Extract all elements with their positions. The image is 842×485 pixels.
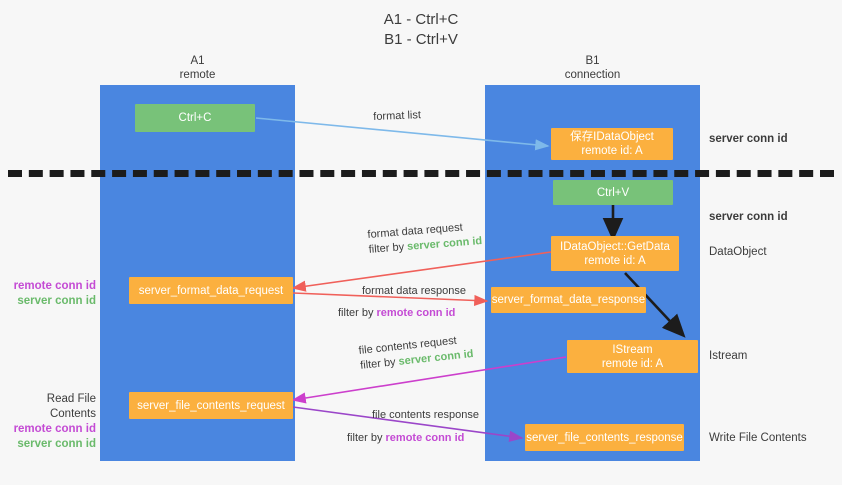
annotation-write-file-contents: Write File Contents [709, 432, 807, 444]
node-save-idataobject-line2: remote id: A [581, 145, 643, 157]
page-title: A1 - Ctrl+C B1 - Ctrl+V [0, 10, 842, 50]
edge-label-file-contents-response-line1: file contents response [372, 409, 480, 421]
node-server-format-data-response-label: server_format_data_response [491, 294, 646, 306]
node-save-idataobject-line1: 保存IDataObject [570, 131, 654, 143]
lane-header-a1: A1 remote [100, 54, 295, 82]
filter-target-remote-conn-id: remote conn id [385, 432, 465, 444]
node-istream-line2: remote id: A [601, 357, 664, 370]
edge-label-format-data-response: format data response filter by remote co… [338, 284, 466, 321]
edge-label-file-contents-response: file contents response filter by remote … [347, 408, 480, 446]
lane-b1-name: B1 [585, 55, 600, 67]
node-idataobject-getdata-line1: IDataObject::GetData [560, 240, 670, 253]
annotation-read-server-conn-id: server conn id [17, 438, 96, 450]
annotation-left-server-conn-id: server conn id [17, 295, 96, 307]
annotation-server-conn-id-top: server conn id [709, 133, 788, 145]
annotation-read-file-contents-group: Read File Contents remote conn id server… [4, 392, 96, 452]
filter-prefix: filter by [368, 240, 408, 256]
edge-label-file-contents-request: file contents request filter by server c… [358, 332, 474, 374]
title-line-1: A1 - Ctrl+C [383, 11, 459, 28]
edge-label-format-list-text: format list [373, 109, 422, 123]
annotation-dataobject: DataObject [709, 246, 767, 258]
node-ctrl-c-label: Ctrl+C [178, 112, 212, 124]
annotation-read-remote-conn-id: remote conn id [13, 423, 96, 435]
node-server-file-contents-request[interactable]: server_file_contents_request [129, 392, 293, 419]
node-server-format-data-response[interactable]: server_format_data_response [491, 287, 646, 313]
annotation-left-remote-conn-id: remote conn id [13, 280, 96, 292]
filter-prefix: filter by [347, 432, 386, 444]
node-server-file-contents-response[interactable]: server_file_contents_response [525, 424, 684, 451]
edge-label-format-data-response-filter: filter by remote conn id [338, 306, 466, 321]
edge-label-format-data-response-line1: format data response [362, 285, 466, 297]
node-ctrl-c[interactable]: Ctrl+C [135, 104, 255, 132]
lane-b1-role: connection [564, 69, 621, 81]
node-server-file-contents-response-label: server_file_contents_response [526, 431, 683, 444]
node-ctrl-v[interactable]: Ctrl+V [553, 180, 673, 205]
filter-prefix: filter by [359, 355, 400, 372]
filter-target-remote-conn-id: remote conn id [376, 307, 456, 319]
edge-label-file-contents-response-filter: filter by remote conn id [347, 431, 479, 446]
annotation-istream: Istream [709, 350, 748, 362]
lane-a1-name: A1 [190, 55, 205, 67]
lane-header-b1: B1 connection [485, 54, 700, 82]
node-istream[interactable]: IStream remote id: A [567, 340, 698, 373]
edge-label-format-list: format list [373, 108, 421, 125]
filter-prefix: filter by [338, 307, 377, 319]
node-idataobject-getdata[interactable]: IDataObject::GetData remote id: A [551, 236, 679, 271]
node-save-idataobject[interactable]: 保存IDataObject remote id: A [551, 128, 673, 160]
node-ctrl-v-label: Ctrl+V [596, 186, 630, 199]
phase-divider [8, 170, 834, 177]
annotation-left-conn-ids: remote conn id server conn id [8, 279, 96, 309]
annotation-server-conn-id-mid: server conn id [709, 211, 788, 223]
node-idataobject-getdata-line2: remote id: A [584, 254, 646, 267]
node-server-format-data-request-label: server_format_data_request [138, 284, 284, 297]
annotation-read-file-contents: Read File Contents [46, 393, 96, 420]
node-server-file-contents-request-label: server_file_contents_request [137, 399, 285, 412]
title-line-2: B1 - Ctrl+V [384, 31, 458, 48]
edge-label-format-data-request: format data request filter by server con… [367, 219, 483, 258]
lane-a1-role: remote [179, 69, 216, 81]
node-server-format-data-request[interactable]: server_format_data_request [129, 277, 293, 304]
node-istream-line1: IStream [612, 343, 653, 356]
